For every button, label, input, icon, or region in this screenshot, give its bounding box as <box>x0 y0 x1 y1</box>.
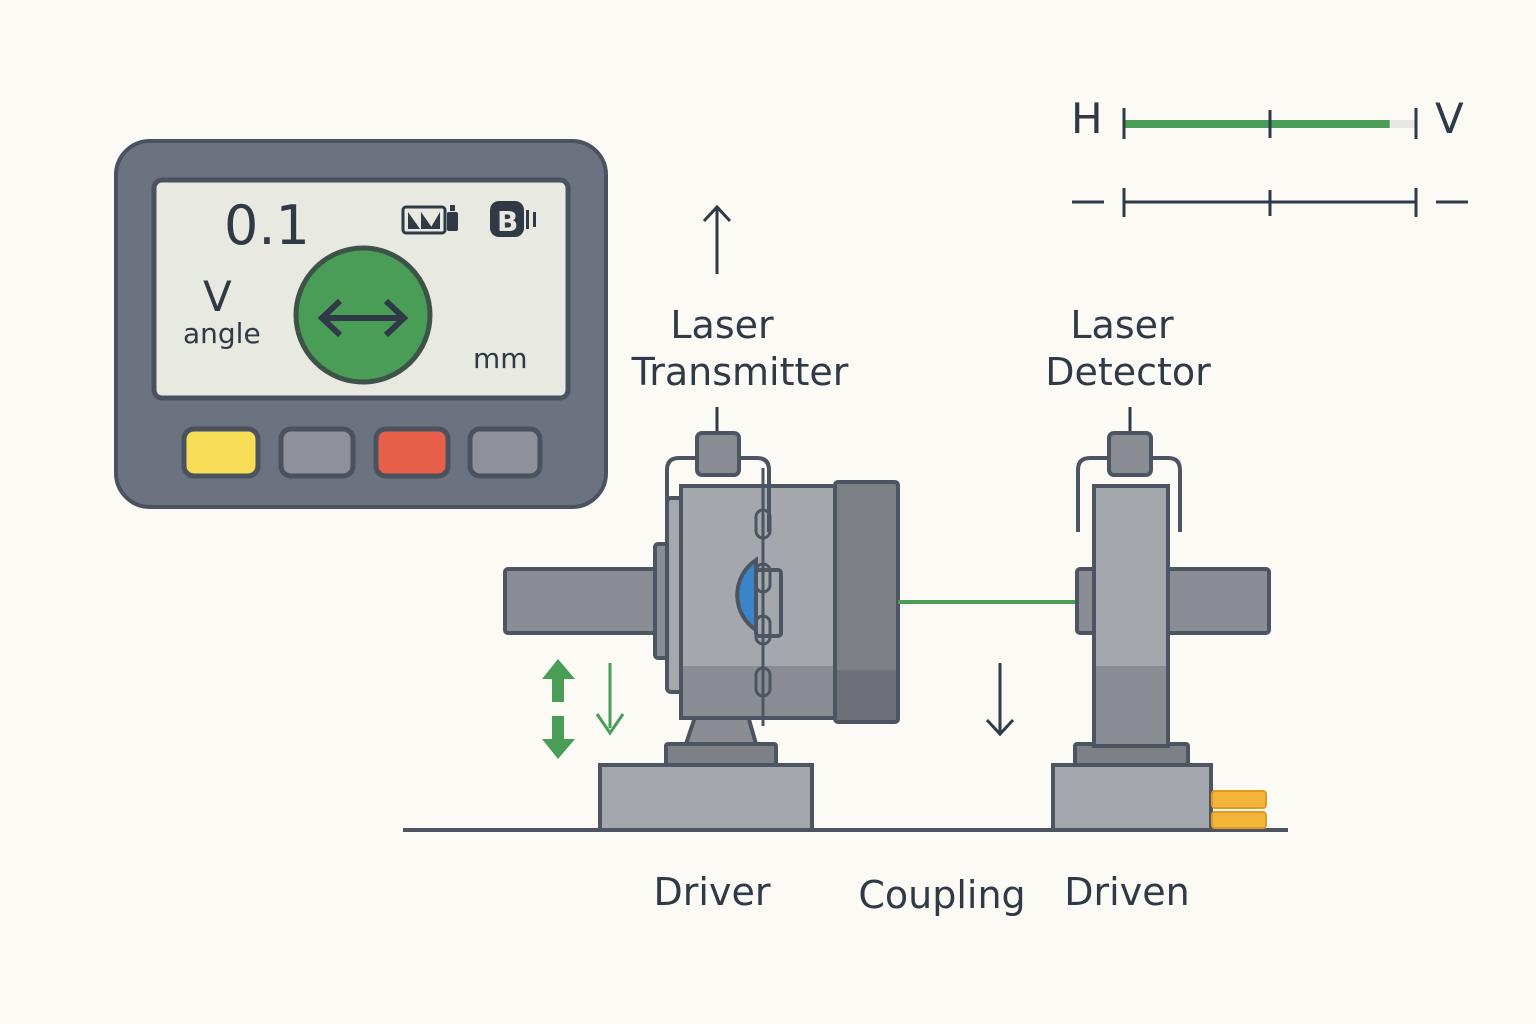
driver-base <box>598 763 814 832</box>
laser-lens <box>735 556 758 634</box>
transmitter-label-line2: Transmitter <box>631 350 849 394</box>
driven-machine <box>1051 431 1271 832</box>
svg-text:B: B <box>497 205 518 238</box>
laser-detector-head <box>1107 431 1153 477</box>
unit-label: mm <box>473 342 528 375</box>
bluetooth-icon: B <box>490 201 536 238</box>
detector-label-line1: Laser <box>1070 303 1174 347</box>
shim-1 <box>1211 790 1267 809</box>
battery-icon <box>401 205 458 235</box>
driver-mount <box>664 742 778 767</box>
yellow-button[interactable] <box>181 426 261 479</box>
gray-button-1[interactable] <box>278 426 356 479</box>
driven-base <box>1051 763 1213 832</box>
vertical-adjust-arrows-icon <box>542 659 625 759</box>
h-label: H <box>1071 94 1103 143</box>
driven-shaft <box>1158 567 1271 635</box>
up-arrow-icon <box>702 204 732 274</box>
driver-flange-shadow <box>837 670 896 720</box>
coupling-label: Coupling <box>858 873 1025 917</box>
driven-column-shadow <box>1096 666 1166 744</box>
down-arrow-icon <box>985 663 1015 737</box>
driven-label: Driven <box>1064 870 1189 914</box>
transmitter-label-line1: Laser <box>670 303 774 347</box>
horizontal-arrows-icon <box>293 245 433 385</box>
driver-body-shadow <box>683 666 839 716</box>
gray-button-2[interactable] <box>467 426 543 479</box>
driver-shaft <box>503 567 667 635</box>
reading-value: 0.1 <box>224 194 310 257</box>
laser-transmitter-head <box>695 431 741 477</box>
display-unit: 0.1 V angle mm B <box>114 139 608 509</box>
driver-machine <box>503 431 900 832</box>
detector-label-line2: Detector <box>1045 350 1211 394</box>
v-label: V <box>1435 94 1464 143</box>
red-button[interactable] <box>373 426 451 479</box>
shim-2 <box>1211 811 1267 829</box>
axis-letter: V <box>203 272 232 321</box>
driver-label: Driver <box>654 870 771 914</box>
hv-scale: H V <box>1071 94 1468 217</box>
axis-sub-label: angle <box>183 317 261 350</box>
